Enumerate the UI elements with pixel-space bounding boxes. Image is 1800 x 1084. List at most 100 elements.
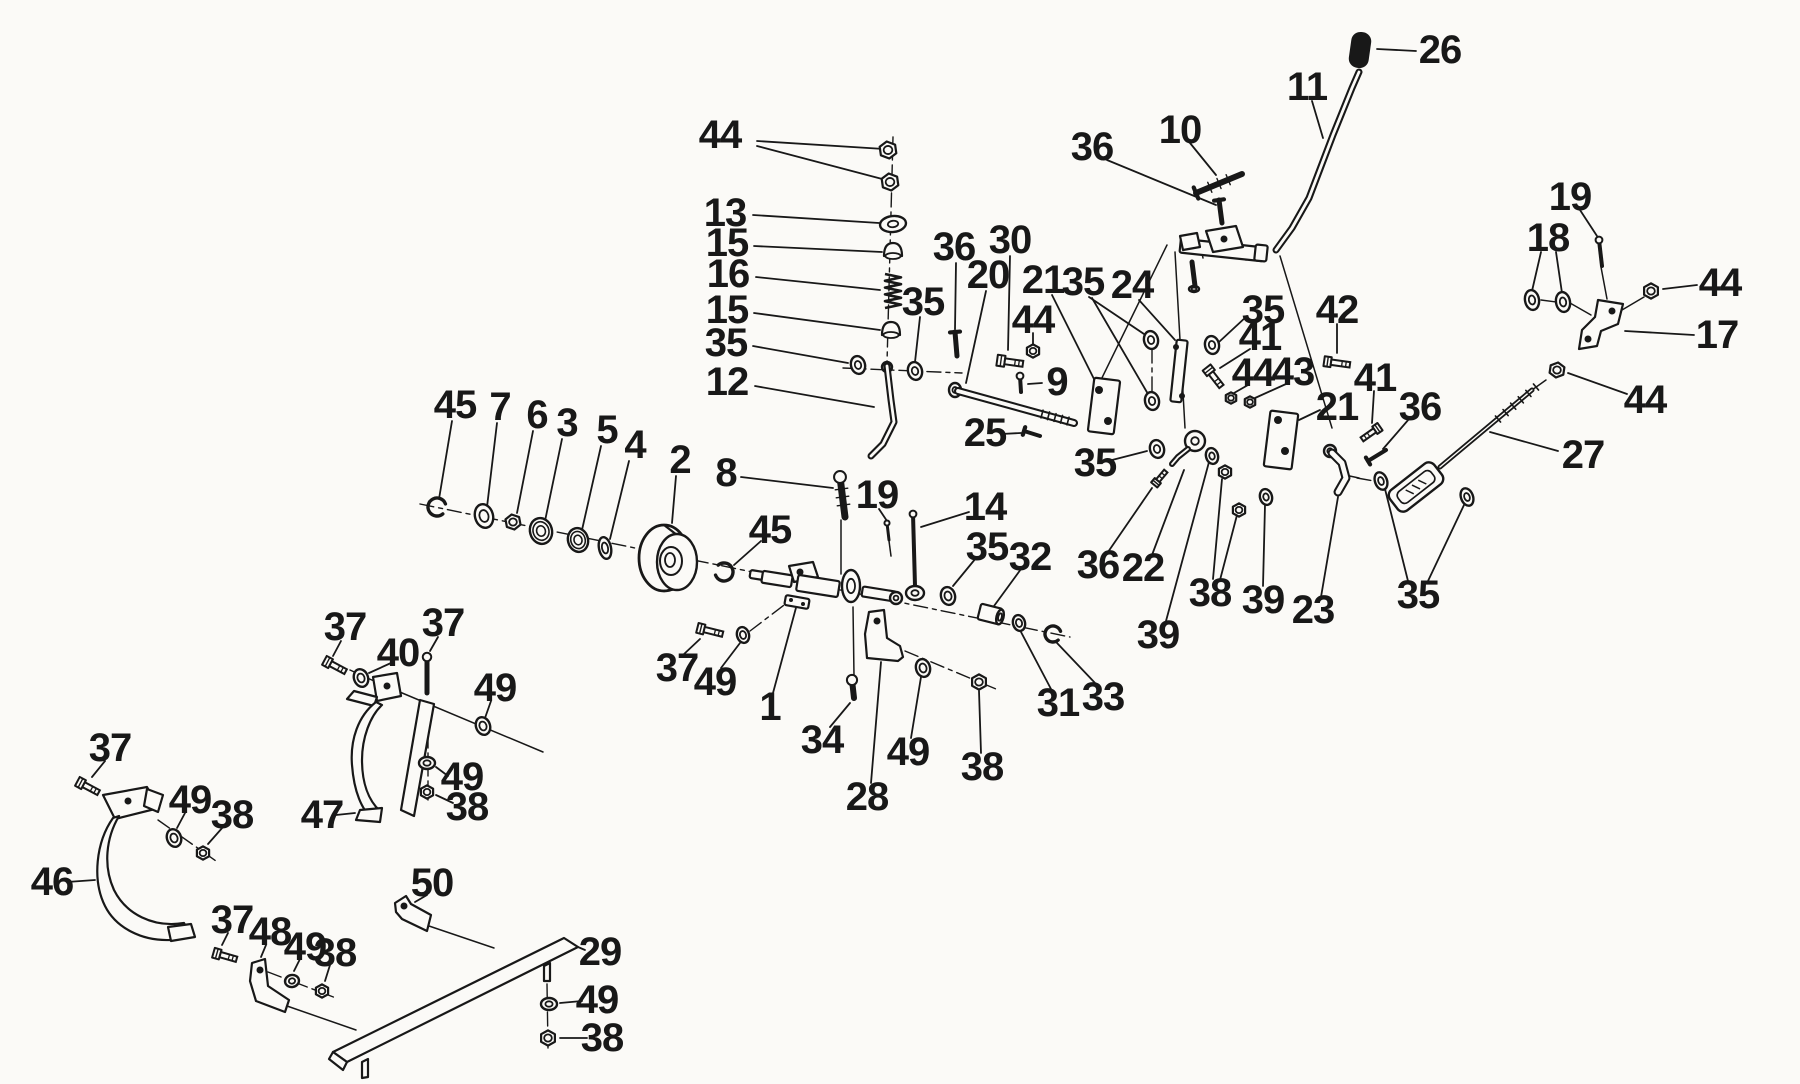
bolt-42-shaft — [1329, 358, 1352, 369]
leader-line — [1138, 299, 1176, 341]
shaft-1-hole — [796, 568, 804, 576]
part-label-9: 9 — [1046, 360, 1067, 404]
part-label-16: 16 — [707, 252, 750, 296]
bolt-37 — [340, 667, 344, 673]
plate-21-hole — [1274, 416, 1282, 424]
bolt-30 — [995, 353, 1025, 368]
leader-line — [1384, 488, 1409, 582]
screw-36 — [1216, 197, 1225, 226]
poly — [354, 806, 384, 824]
screw-36 — [1152, 479, 1160, 486]
part-label-50: 50 — [411, 861, 454, 905]
leader-line — [484, 700, 492, 719]
leader-line — [671, 475, 677, 524]
screw-36 — [1366, 448, 1388, 463]
washer-7-hole — [478, 509, 490, 523]
bracket-17-hole — [1584, 335, 1592, 343]
leader-line — [1254, 383, 1287, 399]
leader-line — [1233, 384, 1249, 394]
nut-38-hole — [422, 787, 432, 797]
construction-line — [286, 1005, 357, 1031]
axis-line — [546, 983, 549, 1049]
part-label-49: 49 — [576, 978, 619, 1022]
washer-18 — [1554, 290, 1572, 314]
lever-22 — [1171, 448, 1189, 465]
bolt-37 — [227, 954, 231, 960]
shaft-1 — [795, 574, 841, 598]
washer-49-hole — [287, 977, 297, 985]
part-label-33: 33 — [1082, 675, 1125, 719]
lever-23 — [1329, 450, 1349, 495]
bolt-37 — [74, 775, 102, 797]
bolt-41 — [1359, 422, 1384, 443]
part-label-7: 7 — [489, 385, 510, 429]
thread-hatch — [1040, 409, 1044, 419]
leader-line — [720, 642, 741, 669]
part-label-3: 3 — [556, 401, 577, 445]
bolt-42 — [1344, 361, 1347, 367]
rod-14-head — [908, 509, 918, 519]
leader-line — [1088, 296, 1148, 337]
part-label-36: 36 — [1077, 543, 1120, 587]
screw-36 — [952, 329, 960, 359]
washer — [840, 568, 862, 604]
part-label-40: 40 — [377, 631, 420, 675]
plate-21 — [1262, 409, 1300, 471]
thread-hatch — [1494, 415, 1502, 423]
part-label-35: 35 — [705, 321, 748, 365]
leader-line — [1091, 297, 1149, 395]
thread-hatch — [1525, 389, 1532, 398]
leader-line — [544, 438, 563, 522]
leader-line — [1382, 418, 1410, 450]
leader-line — [965, 290, 987, 384]
part-label-38: 38 — [211, 793, 254, 837]
washer — [888, 590, 904, 606]
washer-35-hole — [1152, 444, 1162, 454]
washer — [994, 608, 1006, 626]
part-label-26: 26 — [1419, 28, 1462, 72]
bracket-17 — [1577, 298, 1625, 351]
part-label-49: 49 — [169, 778, 212, 822]
washer-hole — [1190, 286, 1198, 292]
part-label-19: 19 — [856, 473, 899, 517]
bolt-42 — [1322, 355, 1352, 369]
shaft-1 — [795, 574, 841, 598]
screw-36 — [1161, 472, 1166, 476]
washer-49-hole — [169, 832, 179, 844]
axis-line — [1540, 299, 1557, 303]
leader-line — [682, 638, 701, 656]
part-label-36: 36 — [1071, 125, 1114, 169]
rect-hole — [789, 598, 793, 602]
screw-36-head — [947, 329, 963, 335]
plate-21-hole — [1095, 386, 1103, 394]
part-label-38: 38 — [1189, 571, 1232, 615]
leader-line — [435, 766, 449, 777]
leader-line — [756, 145, 887, 181]
bolt-42 — [1340, 361, 1343, 367]
washer-49 — [165, 828, 183, 848]
washer-49-hole — [478, 720, 488, 732]
washer-hole — [910, 589, 920, 597]
pedal-27 — [1411, 484, 1421, 490]
part-label-35: 35 — [902, 280, 945, 324]
leader-line — [753, 312, 881, 331]
bolt-37 — [336, 665, 341, 671]
washer-39 — [1258, 487, 1274, 507]
plate-21-hole — [1104, 417, 1112, 425]
leader-line — [910, 676, 922, 739]
nut-38-hole — [1220, 467, 1230, 477]
washer-35 — [1143, 390, 1161, 412]
leader-line — [753, 245, 883, 253]
leader-line — [1056, 642, 1097, 685]
nut-6-hole — [508, 517, 518, 527]
washer-35 — [1459, 487, 1475, 507]
washer-hole — [892, 594, 900, 602]
construction-line — [1621, 296, 1645, 311]
part-label-25: 25 — [964, 411, 1007, 455]
bolt-41 — [1366, 432, 1371, 437]
part-label-27: 27 — [1562, 433, 1605, 477]
bracket-50-hole — [400, 902, 408, 910]
rod-27 — [1439, 389, 1533, 468]
washer-5 — [566, 526, 590, 554]
circlip-33 — [1043, 624, 1063, 644]
